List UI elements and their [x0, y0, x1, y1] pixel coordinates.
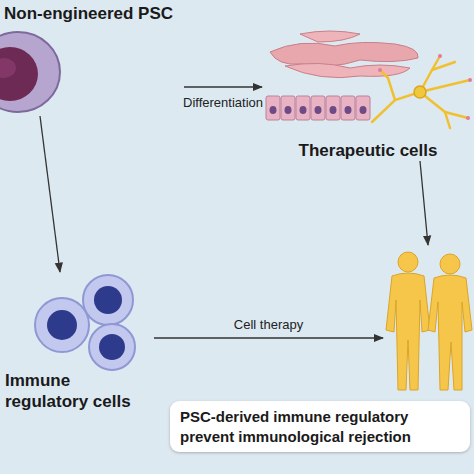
- psc-cell: [0, 32, 60, 112]
- arrow-connector: [40, 116, 60, 272]
- arrow-connector: [154, 337, 383, 338]
- arrow-connector: [420, 161, 428, 245]
- cell-label: Immune regulatory cells: [5, 371, 154, 412]
- caption-text: PSC-derived immune regulatory prevent im…: [180, 407, 460, 446]
- cell-node: Therapeutic cells: [262, 35, 474, 161]
- immune-cells: [35, 275, 135, 370]
- arrow-connector: [184, 86, 262, 87]
- cell-label: Therapeutic cells: [299, 141, 438, 161]
- edge-label: Differentiation: [181, 95, 265, 110]
- patient-figures: [386, 252, 472, 390]
- neuron: [372, 54, 472, 128]
- cell-sheet: [270, 31, 418, 78]
- caption-box: PSC-derived immune regulatory prevent im…: [170, 401, 470, 452]
- edge-label: Cell therapy: [232, 317, 305, 332]
- patient-node: PSC-derived immune regulatory prevent im…: [383, 245, 472, 395]
- cell-node: Immune regulatory cells: [5, 272, 154, 412]
- cell-label: Non-engineered PSC: [4, 4, 173, 24]
- cell-row: [266, 96, 370, 120]
- cell-node: Non-engineered PSC: [4, 4, 184, 116]
